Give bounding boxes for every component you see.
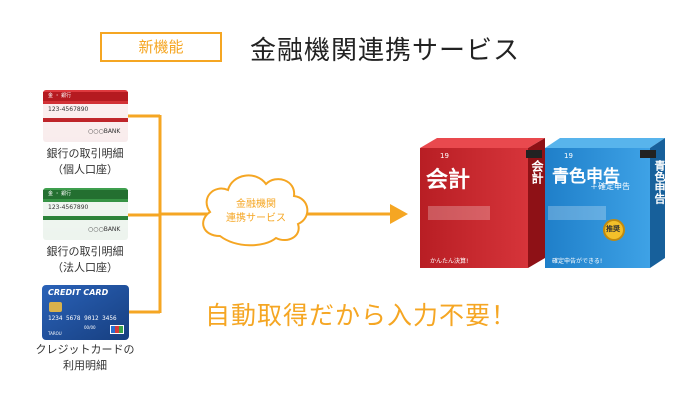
product-subname: ＋確定申告 — [590, 182, 630, 191]
caption-line-2: （個人口座） — [52, 163, 118, 176]
passbook-green-account-number: 123-4567890 — [48, 204, 89, 211]
new-feature-badge: 新機能 — [100, 32, 222, 62]
cloud-label-line-1: 金融機関 — [236, 199, 276, 210]
passbook-red-account-number: 123-4567890 — [48, 106, 89, 113]
passbook-green-bank-mark: 金 ・ 銀行 — [48, 191, 72, 197]
credit-card-valid: 00/00 — [84, 325, 96, 330]
arrow-head-icon — [390, 204, 408, 224]
product-version: 19 — [564, 152, 573, 160]
caption-line-1: 銀行の取引明細 — [46, 245, 124, 258]
product-tagline: かんたん決算! — [430, 258, 469, 265]
caption-line-2: 利用明細 — [63, 359, 107, 372]
product-spine-accounting: 会計 — [530, 160, 544, 184]
source-caption-credit-card: クレジットカードの 利用明細 — [20, 342, 150, 374]
passbook-green-bank-label: ○○○BANK — [88, 226, 121, 233]
credit-card-holder: TAROU — [48, 331, 62, 336]
caption-line-1: 銀行の取引明細 — [46, 147, 124, 160]
passbook-red-bank-mark: 金 ・ 銀行 — [48, 93, 72, 99]
product-box-accounting — [420, 138, 545, 268]
caption-line-1: クレジットカードの — [35, 343, 135, 356]
product-tagline: 確定申告ができる! — [552, 258, 603, 265]
product-version: 19 — [440, 152, 449, 160]
connector-lines — [128, 114, 392, 314]
cloud-label-line-2: 連携サービス — [226, 213, 286, 224]
source-caption-personal: 銀行の取引明細 （個人口座） — [30, 146, 140, 178]
passbook-red — [43, 90, 128, 142]
cloud-label: 金融機関 連携サービス — [218, 198, 294, 226]
product-name-accounting: 会計 — [426, 168, 471, 193]
credit-card-label: CREDIT CARD — [48, 288, 109, 297]
credit-card — [42, 285, 129, 340]
credit-card-number: 1234 5678 9012 3456 — [48, 315, 117, 322]
product-box-blue-return — [545, 138, 665, 268]
passbook-red-bank-label: ○○○BANK — [88, 128, 121, 135]
source-caption-corporate: 銀行の取引明細 （法人口座） — [30, 244, 140, 276]
passbook-green — [43, 188, 128, 240]
cloud-icon — [202, 174, 309, 247]
page-title: 金融機関連携サービス — [250, 36, 521, 66]
recommended-badge: 推奨 — [606, 225, 620, 233]
product-spine-blue-return: 青色申告 — [653, 160, 666, 204]
slogan: 自動取得だから入力不要！ — [205, 301, 518, 330]
product-name-blue-return: 青色申告 — [552, 167, 620, 187]
caption-line-2: （法人口座） — [52, 261, 118, 274]
